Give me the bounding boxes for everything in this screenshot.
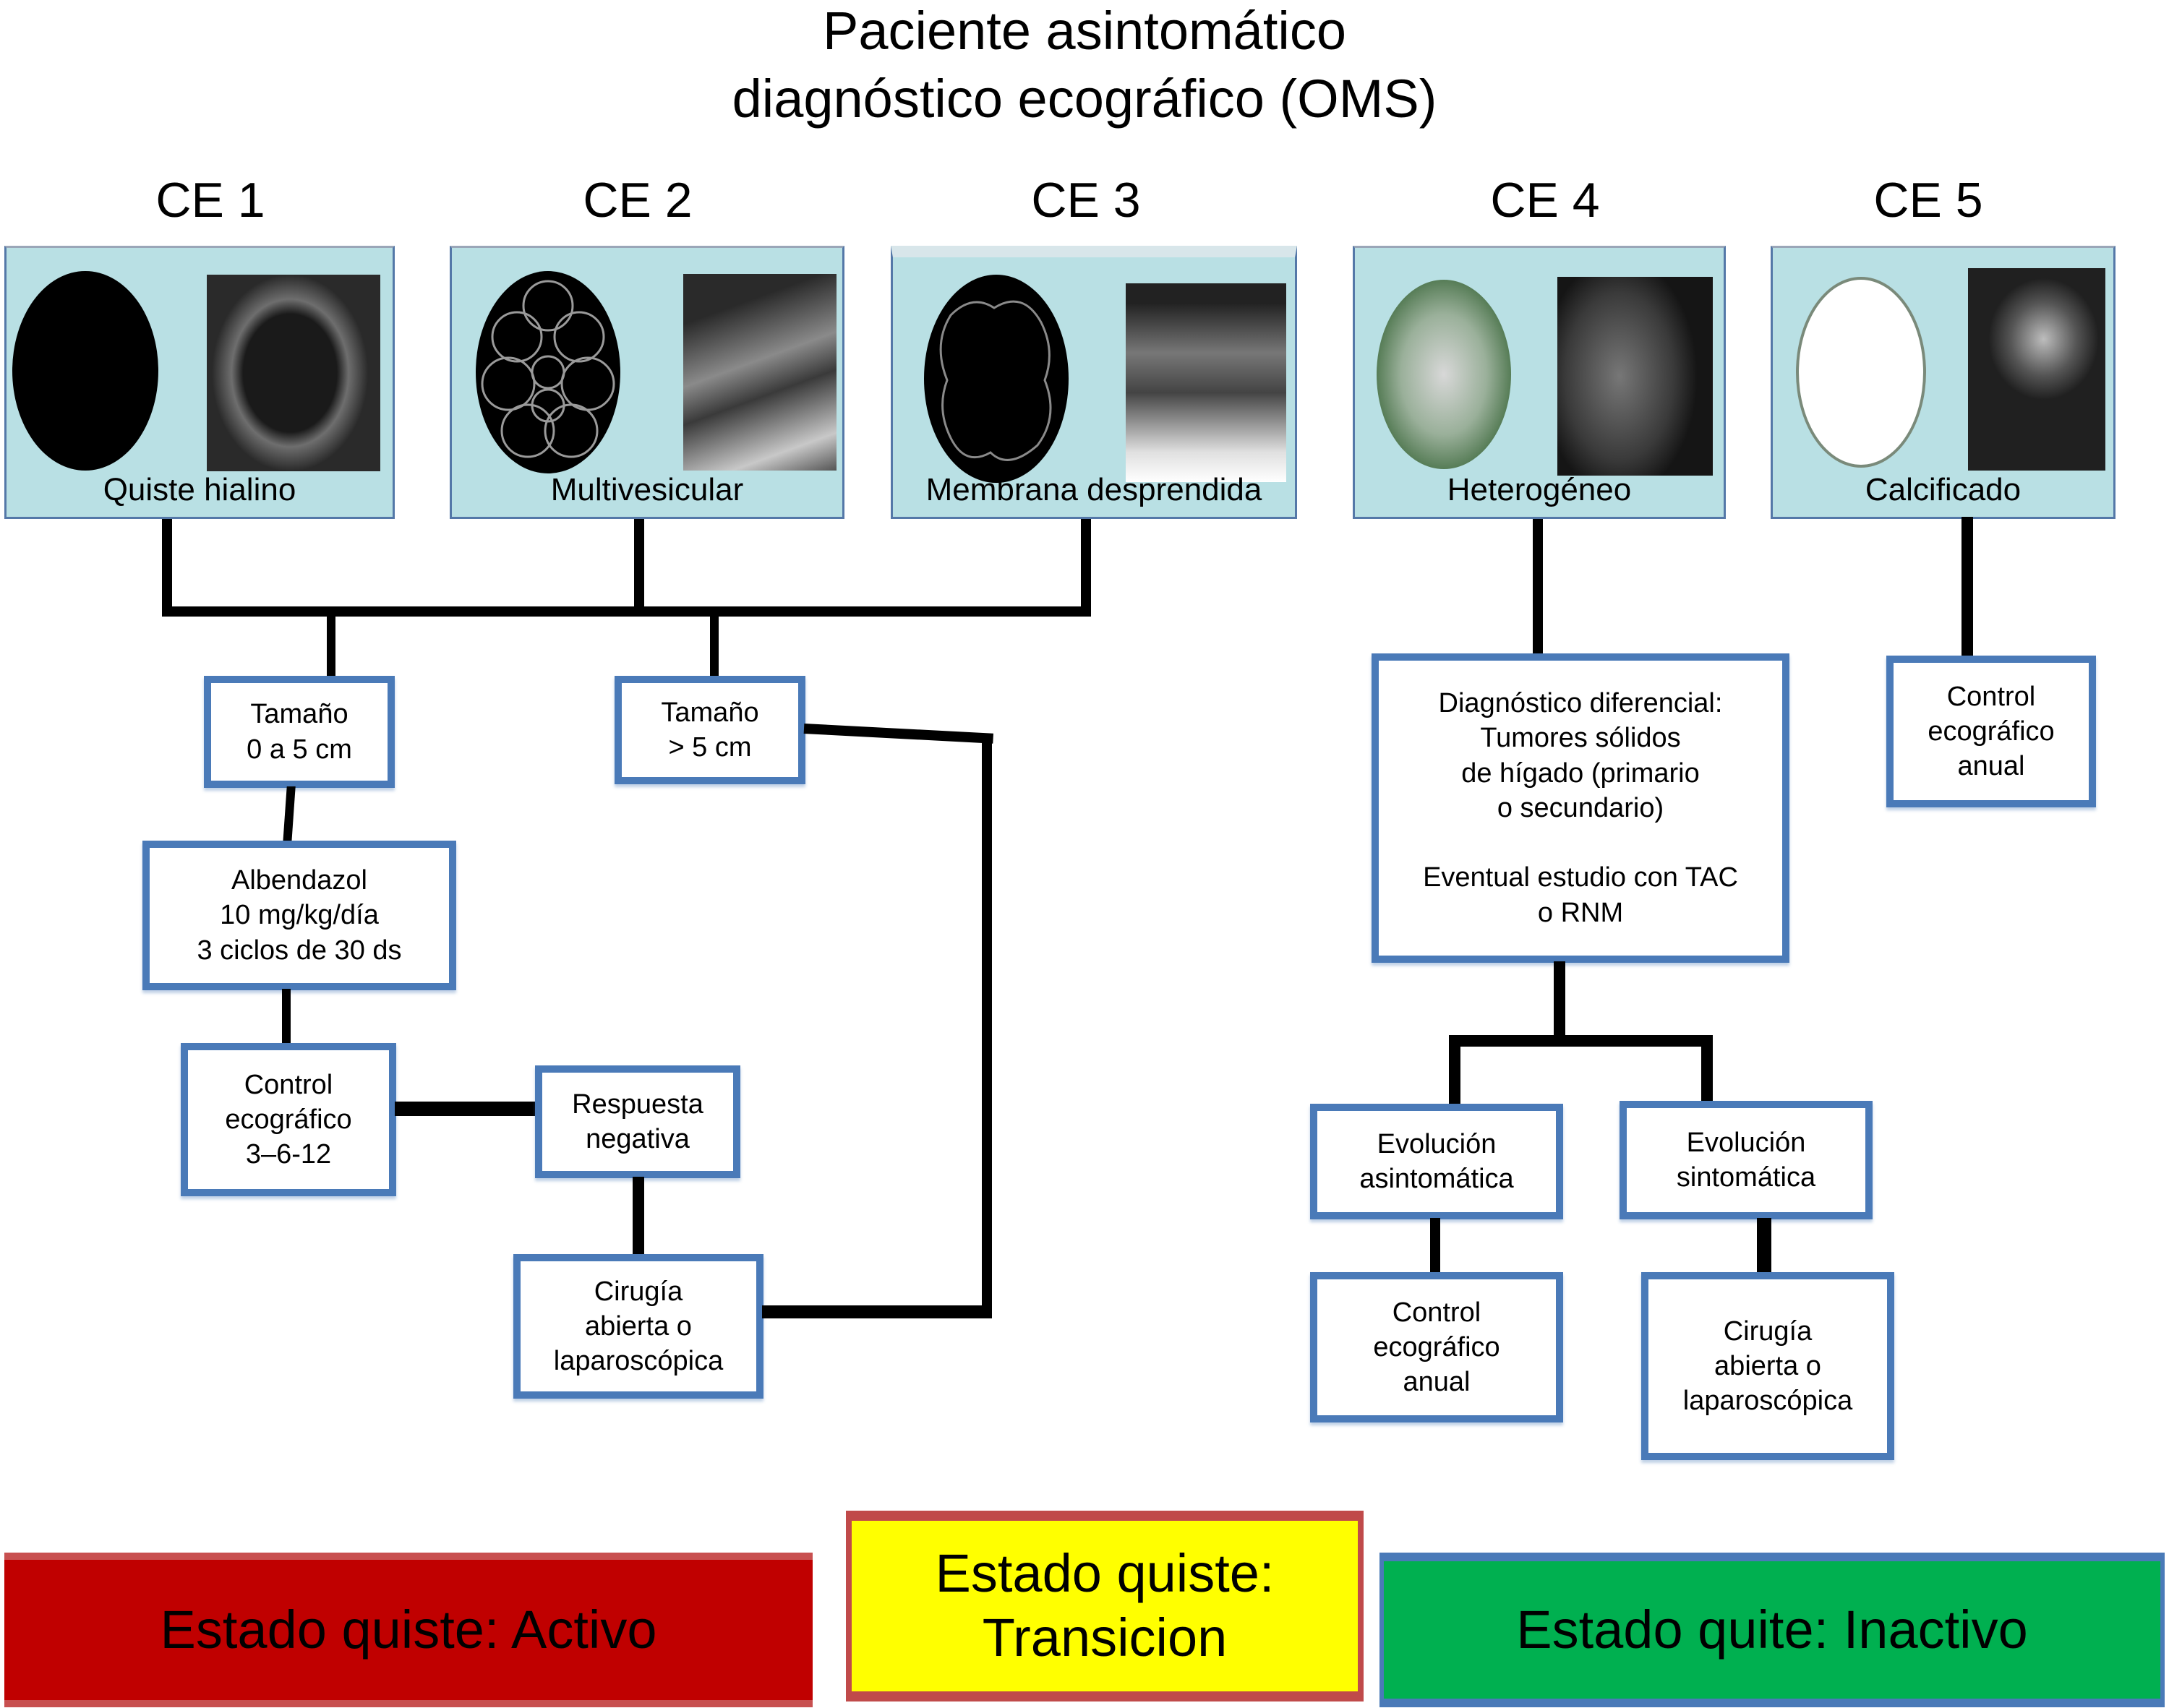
node-albendazol: Albendazol 10 mg/kg/día 3 ciclos de 30 d… [142,841,456,990]
ultrasound-image-ce3 [1126,283,1286,482]
stage-label-ce4: CE 4 [1490,173,1600,228]
connector-to-cirugia-left [762,1305,992,1318]
connector-to-evolucion-sintomatica [1701,1035,1713,1106]
stage-caption-ce4: Heterogéneo [1447,472,1632,507]
connector-ce1-down [162,519,172,617]
connector-asintomatica-to-control [1430,1218,1440,1274]
solid-black-cyst-icon [12,271,158,471]
connector-to-size-large [710,617,719,678]
stage-label-ce3: CE 3 [1031,173,1141,228]
stage-caption-ce3: Membrana desprendida [925,472,1262,507]
connector-size-large-vertical [982,737,992,1316]
connector-sintomatica-to-cirugia [1757,1218,1771,1274]
detached-membrane-cyst-icon [924,275,1069,483]
node-respuesta-negativa: Respuesta negativa [535,1065,740,1178]
connector-to-evolucion-asintomatica [1449,1035,1460,1106]
connector-ce4-down [1533,519,1543,655]
status-bar-transicion: Estado quiste: Transicion [846,1511,1364,1701]
connector-evolucion-horizontal [1449,1035,1713,1047]
multivesicular-cyst-icon [476,271,620,473]
connector-ce2-down [634,519,644,617]
ultrasound-image-ce4 [1557,277,1713,476]
stage-caption-ce1: Quiste hialino [103,472,296,507]
stage-caption-ce5: Calcificado [1865,472,2022,507]
node-control-anual-ce5: Control ecográfico anual [1886,656,2096,807]
stage-panel-ce2: Multivesicular [450,246,844,519]
stage-panel-ce3: Membrana desprendida [891,246,1297,519]
connector-diagnostico-down [1554,961,1565,1044]
ultrasound-image-ce5 [1968,268,2105,471]
connector-ce5-down [1961,517,1973,658]
node-size-0-5cm: Tamaño 0 a 5 cm [204,676,395,788]
calcified-cyst-icon [1796,277,1926,468]
stage-caption-ce2: Multivesicular [550,472,744,507]
node-size-over-5cm: Tamaño > 5 cm [615,676,805,784]
node-evolucion-sintomatica: Evolución sintomática [1620,1101,1873,1219]
ultrasound-image-ce2 [683,274,837,471]
connector-control-to-respuesta [395,1102,536,1116]
node-cirugia-left: Cirugía abierta o laparoscópica [513,1254,763,1399]
node-control-anual-ce4: Control ecográfico anual [1310,1272,1563,1422]
diagram-title-line-2: diagnóstico ecográfico (OMS) [732,69,1437,129]
node-diagnostico-diferencial: Diagnóstico diferencial: Tumores sólidos… [1372,653,1789,963]
stage-label-ce5: CE 5 [1873,173,1983,228]
connector-ce3-down [1081,519,1091,617]
connector-size-large-horizontal [803,724,994,744]
stage-panel-ce1: Quiste hialino [4,246,395,519]
heterogeneous-cyst-icon [1377,280,1511,469]
status-bar-inactivo: Estado quite: Inactivo [1379,1553,2165,1707]
connector-size-to-albendazol [283,786,296,843]
stage-label-ce1: CE 1 [155,173,265,228]
node-evolucion-asintomatica: Evolución asintomática [1310,1104,1563,1219]
status-bar-activo: Estado quiste: Activo [4,1553,813,1707]
ultrasound-image-ce1 [207,275,380,471]
connector-ce1-3-horizontal [162,606,1091,617]
node-control-3-6-12: Control ecográfico 3–6-12 [181,1043,396,1196]
connector-respuesta-to-cirugia [633,1177,644,1256]
diagram-title-line-1: Paciente asintomático [823,1,1346,61]
connector-albendazol-to-control [282,989,291,1044]
stage-panel-ce4: Heterogéneo [1353,246,1726,519]
stage-label-ce2: CE 2 [583,173,693,228]
node-cirugia-right: Cirugía abierta o laparoscópica [1641,1272,1894,1460]
connector-to-size-small [327,617,335,678]
stage-panel-ce5: Calcificado [1771,246,2115,519]
